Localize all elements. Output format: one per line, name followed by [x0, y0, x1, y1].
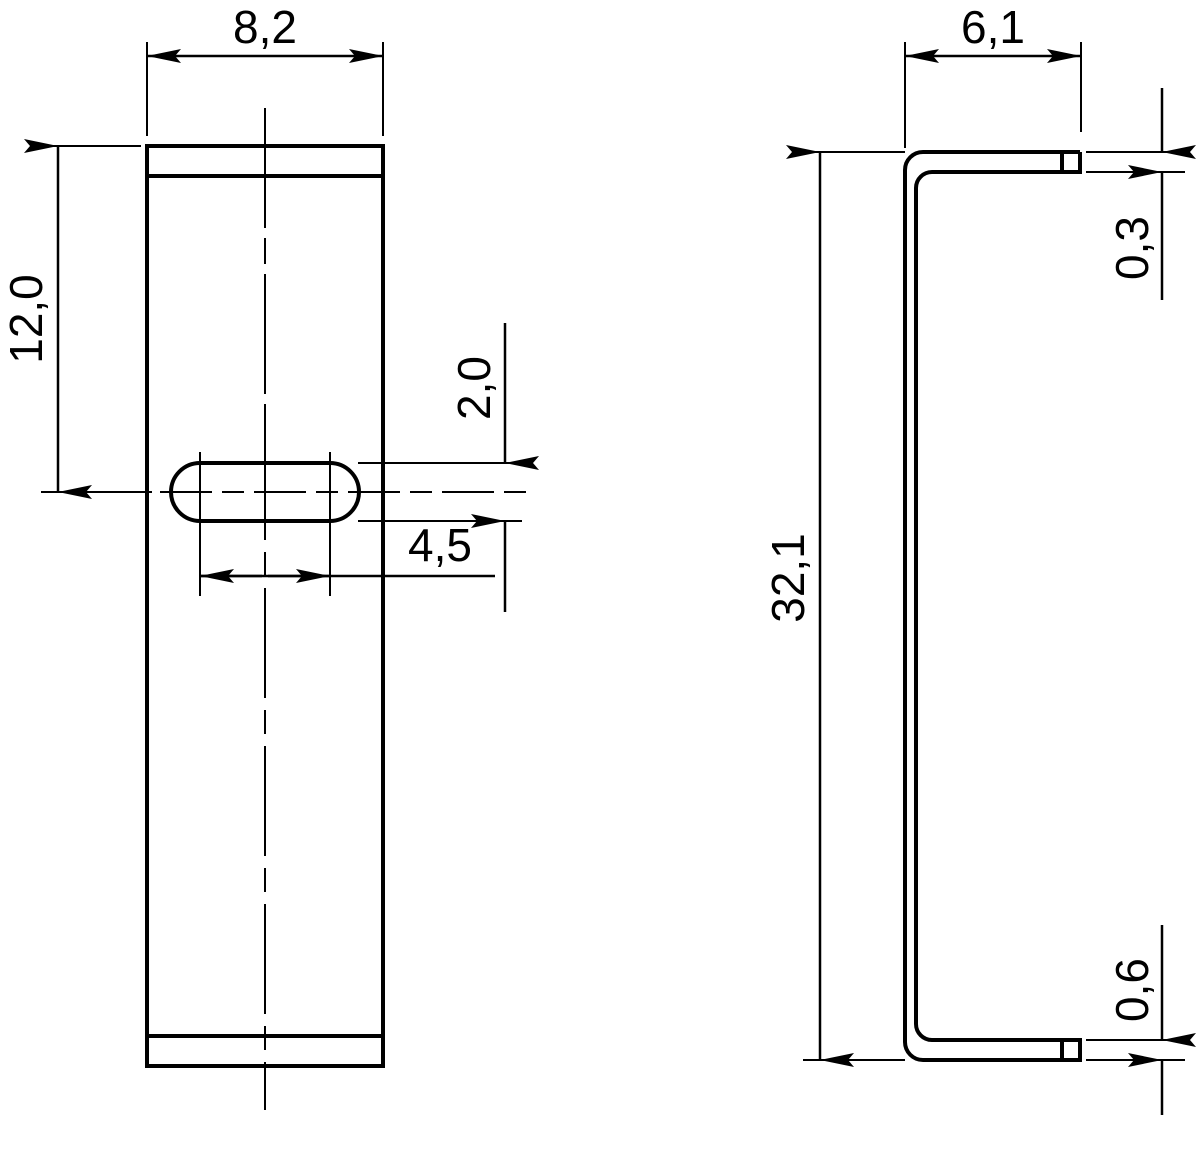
- dimension-width-6-1-value: 6,1: [961, 1, 1025, 53]
- dimension-thickness-0-3: 0,3: [1086, 88, 1196, 300]
- dimension-width-8-2: 8,2: [146, 1, 384, 136]
- dimension-height-12-0-value: 12,0: [0, 274, 52, 364]
- dimension-slot-length-4-5-value: 4,5: [408, 519, 472, 571]
- dimension-slot-length-4-5: 4,5: [199, 519, 495, 596]
- dimension-thickness-0-6: 0,6: [1086, 925, 1196, 1115]
- dimension-slot-height-2-0-value: 2,0: [448, 356, 500, 420]
- side-view: 6,1 32,1 0,3 0,6: [762, 1, 1196, 1115]
- front-view: 8,2 12,0 2,0 4,5: [0, 1, 539, 1110]
- dimension-height-32-1-value: 32,1: [762, 533, 814, 623]
- side-view-outer-profile: [903, 150, 1082, 1062]
- side-view-top-hook-outer: [1060, 152, 1082, 174]
- dimension-thickness-0-6-value: 0,6: [1106, 958, 1158, 1022]
- side-view-inner-profile: [914, 170, 1062, 1042]
- dimension-slot-height-2-0: 2,0: [358, 323, 539, 612]
- dimension-width-8-2-value: 8,2: [233, 1, 297, 53]
- dimension-thickness-0-3-value: 0,3: [1106, 216, 1158, 280]
- dimension-height-12-0: 12,0: [0, 139, 152, 499]
- dimension-width-6-1: 6,1: [904, 1, 1082, 148]
- dimension-height-32-1: 32,1: [762, 145, 905, 1067]
